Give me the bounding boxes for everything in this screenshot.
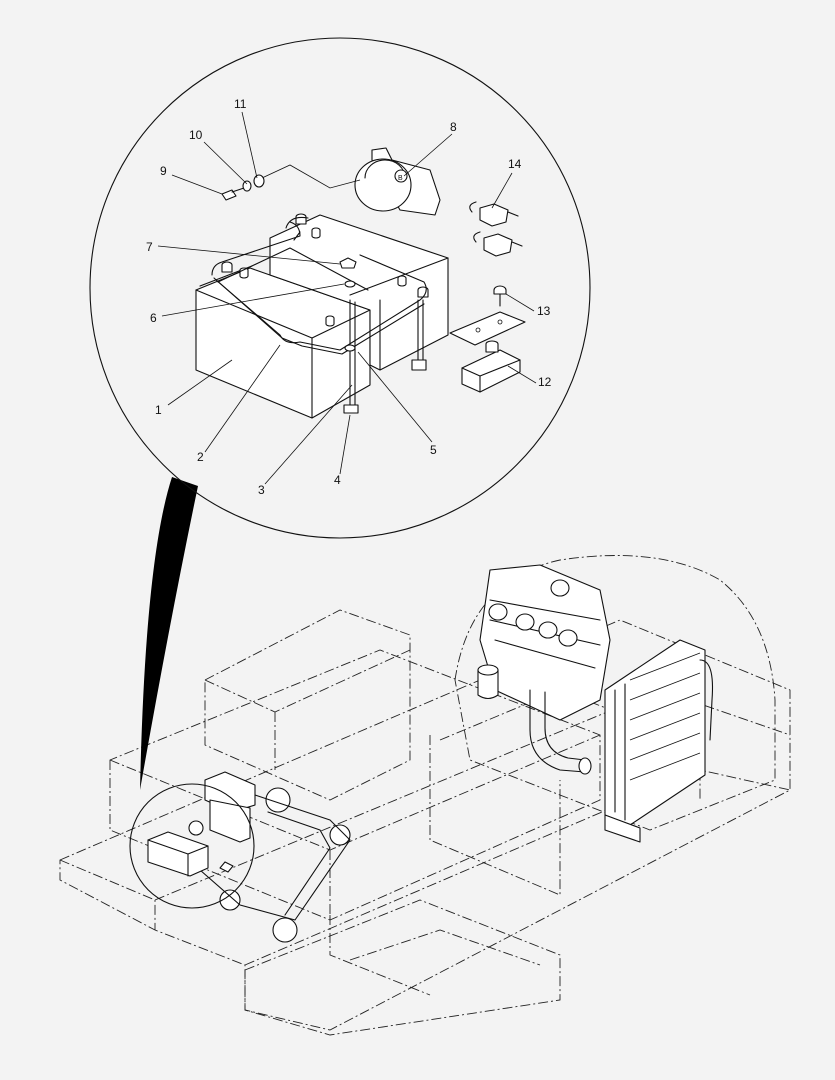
battery-location-detail xyxy=(199,771,351,943)
callout-3: 3 xyxy=(258,483,265,497)
callout-14: 14 xyxy=(508,157,522,171)
callout-2: 2 xyxy=(197,450,204,464)
callout-labels: 1 2 3 4 5 6 7 8 9 10 11 12 13 14 xyxy=(146,97,552,497)
callout-8: 8 xyxy=(450,120,457,134)
callout-1: 1 xyxy=(155,403,162,417)
washer-icon xyxy=(253,174,265,188)
detail-view-circle xyxy=(89,37,591,539)
detail-magnifier-circle xyxy=(129,783,255,909)
hold-down-bracket xyxy=(211,221,427,351)
callout-13: 13 xyxy=(537,304,551,318)
callout-4: 4 xyxy=(334,473,341,487)
solenoid-icon: B xyxy=(354,147,441,216)
callout-7: 7 xyxy=(146,240,153,254)
fuse-icon xyxy=(469,201,523,257)
terminal-block-icon xyxy=(449,311,526,393)
washer-icon xyxy=(339,257,357,288)
callout-9: 9 xyxy=(160,164,167,178)
mini-batteries xyxy=(147,820,234,877)
callout-6: 6 xyxy=(150,311,157,325)
bolt-icon xyxy=(221,187,245,201)
callout-11: 11 xyxy=(234,97,247,111)
callout-12: 12 xyxy=(538,375,552,389)
leader-lines xyxy=(157,111,537,485)
washer-icon xyxy=(242,180,252,192)
callout-10: 10 xyxy=(189,128,203,142)
zoom-connector-wedge xyxy=(140,477,198,790)
svg-text:B: B xyxy=(398,175,403,182)
battery-caps xyxy=(221,213,429,327)
battery-icon xyxy=(195,265,371,419)
j-bolt-rods xyxy=(343,299,427,414)
callout-5: 5 xyxy=(430,443,437,457)
bolt-icon xyxy=(493,285,507,307)
engine-assembly xyxy=(477,564,714,843)
